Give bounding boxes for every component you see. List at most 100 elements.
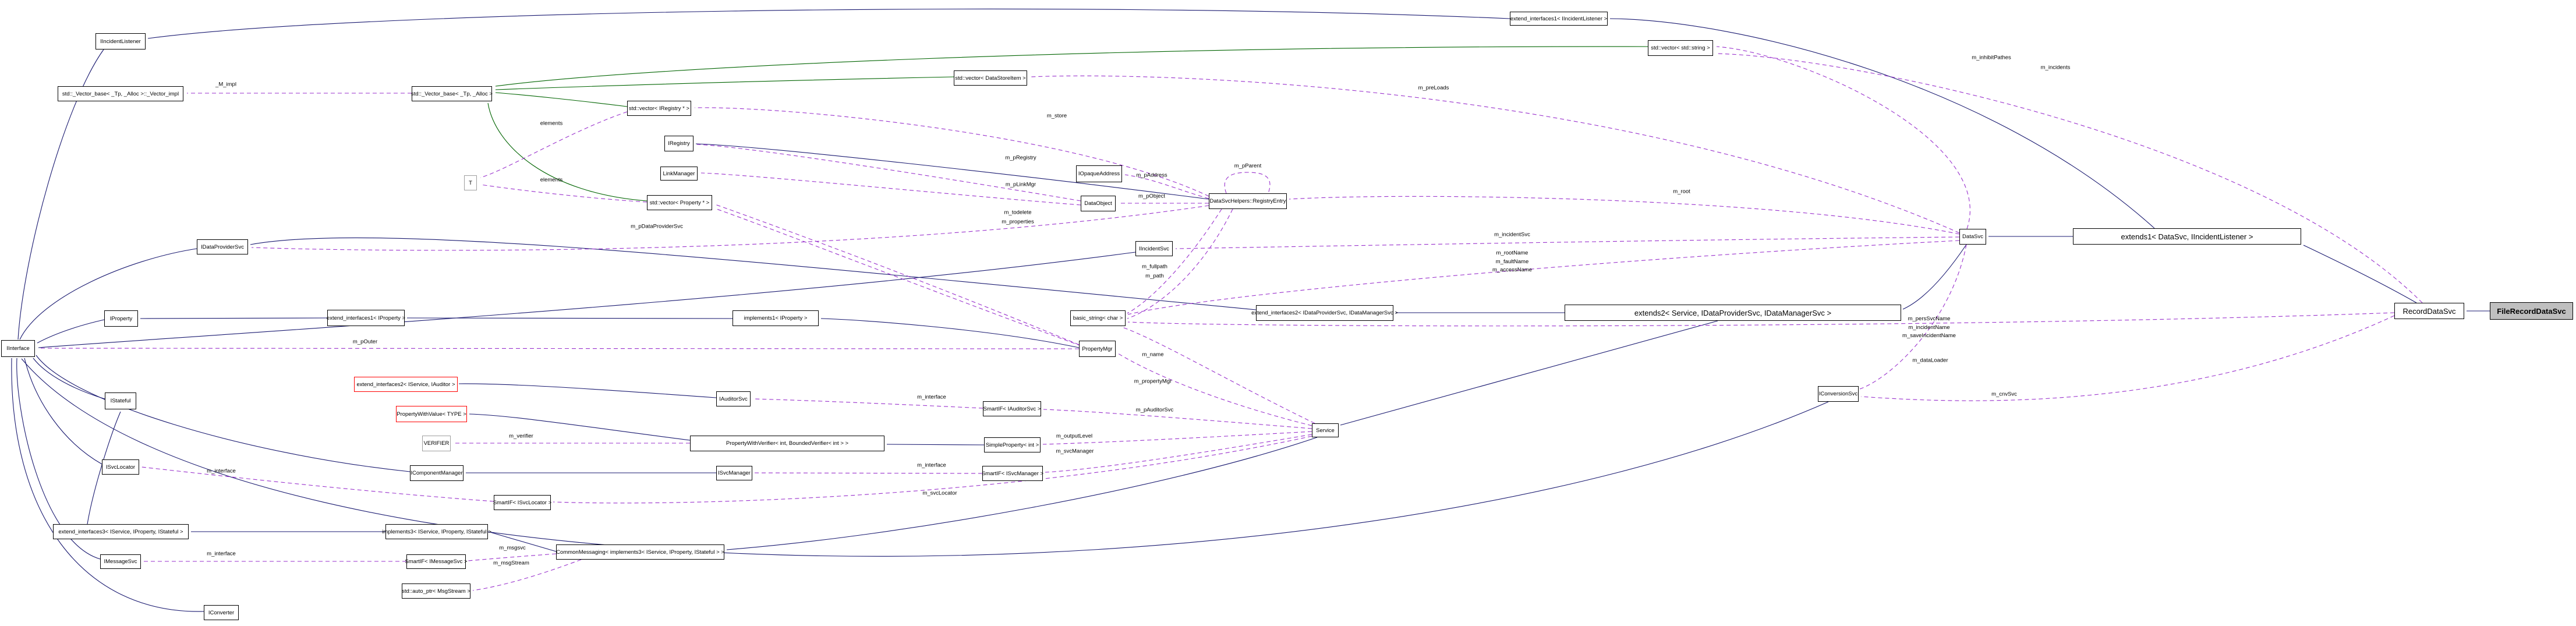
edge-label-m_pLinkMgr: m_pLinkMgr <box>1005 181 1036 188</box>
edge-m_root <box>1289 196 1960 235</box>
node-ISvcLocator[interactable]: ISvcLocator <box>102 459 139 475</box>
edge-inh-20 <box>16 358 101 560</box>
node-VectorImpl[interactable]: std::_Vector_base< _Tp, _Alloc >::_Vecto… <box>58 86 183 101</box>
edge-label-m_name: m_name <box>1142 351 1164 358</box>
node-IComponentManager[interactable]: IComponentManager <box>410 465 463 481</box>
node-IConverter[interactable]: IConverter <box>204 605 239 620</box>
node-vecString[interactable]: std::vector< std::string > <box>1648 40 1713 56</box>
edge-label-m_path: m_path <box>1145 273 1164 280</box>
node-T[interactable]: T <box>464 175 477 190</box>
node-SmartIFSvcLoc[interactable]: SmartIF< ISvcLocator > <box>493 495 551 510</box>
node-RecordDataSvc[interactable]: RecordDataSvc <box>2394 303 2464 319</box>
node-SimpleProperty[interactable]: SimpleProperty< int > <box>984 437 1041 452</box>
node-IIncidentSvc[interactable]: IIncidentSvc <box>1135 241 1173 256</box>
node-implements1[interactable]: implements1< IProperty > <box>733 310 819 326</box>
edge-inh-29 <box>38 252 1136 348</box>
edge-label-m_incidentSvc: m_incidentSvc <box>1494 231 1530 238</box>
edge-label-m_interface: m_interface <box>207 468 236 475</box>
edge-inh-23 <box>17 49 104 340</box>
edge-m_pAddress <box>1124 174 1209 199</box>
node-vecIRegistry[interactable]: std::vector< IRegistry * > <box>627 101 691 116</box>
edge-m_name <box>1120 326 1315 424</box>
edge-inh-16 <box>820 318 1080 348</box>
edge-inh-28 <box>886 444 985 445</box>
node-DataSvc[interactable]: DataSvc <box>1959 229 1986 245</box>
edge-inh-11 <box>490 532 557 552</box>
edge-m_pOuter <box>37 348 1080 349</box>
edge-inh-17 <box>37 319 105 344</box>
edge-label-m_incidents: m_incidents <box>2040 64 2071 71</box>
node-IIncidentListener[interactable]: IIncidentListener <box>95 33 146 49</box>
node-DataObject[interactable]: DataObject <box>1081 196 1116 211</box>
node-ext2DataProv[interactable]: extend_interfaces2< IDataProviderSvc, ID… <box>1251 305 1398 321</box>
edge-label-m_msgStream: m_msgStream <box>493 560 529 567</box>
node-IOpaqueAddress[interactable]: IOpaqueAddress <box>1076 165 1122 182</box>
edge-inh-5 <box>695 143 1209 200</box>
node-PropertyWithValue[interactable]: PropertyWithValue< TYPE > <box>396 406 467 422</box>
node-autoPtr[interactable]: std::auto_ptr< MsgStream > <box>402 583 470 599</box>
node-ext1IProperty[interactable]: extend_interfaces1< IProperty > <box>327 310 405 326</box>
node-RegistryEntry[interactable]: DataSvcHelpers::RegistryEntry <box>1209 193 1287 209</box>
edge-label-elements: elements <box>540 176 563 183</box>
edge-label-m_preLoads: m_preLoads <box>1418 84 1449 91</box>
node-vecProperty[interactable]: std::vector< Property * > <box>647 195 712 210</box>
node-basicString[interactable]: basic_string< char > <box>1070 310 1126 326</box>
node-VectorBase[interactable]: std::_Vector_base< _Tp, _Alloc > <box>411 86 493 101</box>
node-IDataProviderSvc[interactable]: IDataProviderSvc <box>197 239 248 254</box>
node-ext1IncListener[interactable]: extend_interfaces1< IIncidentListener > <box>1510 12 1608 26</box>
node-extends2[interactable]: extends2< Service, IDataProviderSvc, IDa… <box>1565 305 1901 321</box>
edge-label-m_pOuter: m_pOuter <box>352 338 378 345</box>
edge-label-m_rootName: m_rootName m_faultName m_accessName <box>1492 249 1533 274</box>
node-Service[interactable]: Service <box>1312 423 1339 437</box>
node-IStateful[interactable]: IStateful <box>105 392 136 409</box>
edge-m_pLinkMgr <box>700 172 1081 206</box>
node-ext2SvcAuditor[interactable]: extend_interfaces2< IService, IAuditor > <box>354 377 458 392</box>
node-VERIFIER[interactable]: VERIFIER <box>422 436 451 451</box>
edge-m_properties <box>714 208 1088 349</box>
edge-label-m_persSvcName: m_persSvcName m_incidentName m_saveIncid… <box>1902 315 1956 339</box>
node-IInterface[interactable]: IInterface <box>1 340 35 357</box>
edge-label-m_inhibitPathes: m_inhibitPathes <box>1972 54 2011 61</box>
edge-label-m_root: m_root <box>1673 188 1690 195</box>
edge-m_pRegistry <box>696 144 1081 201</box>
edge-inh-21 <box>11 358 204 612</box>
edge-m_preLoads <box>1030 75 1960 234</box>
node-vecDataStoreItem[interactable]: std::vector< DataStoreItem > <box>954 70 1027 86</box>
node-SmartIFMsgSvc[interactable]: SmartIF< IMessageSvc > <box>405 554 468 569</box>
edge-m_todelete <box>714 204 1080 345</box>
edge-label-m_svcLocator: m_svcLocator <box>922 490 957 497</box>
edge-label-m_verifier: m_verifier <box>509 433 533 440</box>
node-ext3[interactable]: extend_interfaces3< IService, IProperty,… <box>53 524 189 539</box>
node-PWVerifier[interactable]: PropertyWithVerifier< int, BoundedVerifi… <box>690 436 884 451</box>
edge-inh-8 <box>250 237 1257 310</box>
node-ISvcManager[interactable]: ISvcManager <box>716 466 752 480</box>
edge-label-m_properties: m_properties <box>1002 218 1034 225</box>
edge-inh-7 <box>1902 244 1967 310</box>
node-PropertyMgr[interactable]: PropertyMgr <box>1079 341 1116 357</box>
edge-inh-25 <box>458 383 717 398</box>
node-implements3[interactable]: implements3< IService, IProperty, IState… <box>382 524 491 539</box>
edge-inh-22 <box>19 248 197 340</box>
edge-m_propertyMgr <box>1117 353 1312 426</box>
node-IAuditorSvc[interactable]: IAuditorSvc <box>716 391 751 406</box>
node-IProperty[interactable]: IProperty <box>104 310 138 327</box>
node-IConversionSvc[interactable]: IConversionSvc <box>1818 386 1859 402</box>
edge-elements <box>480 111 628 178</box>
node-IMessageSvc[interactable]: IMessageSvc <box>100 554 141 569</box>
node-FileRecordDataSvc[interactable]: FileRecordDataSvc <box>2490 302 2573 320</box>
edge-label-m_interface: m_interface <box>207 550 236 557</box>
edge-prot-32 <box>495 46 1648 87</box>
node-SmartIFAuditor[interactable]: SmartIF< IAuditorSvc > <box>983 401 1041 416</box>
edge-inh-0 <box>147 8 1510 39</box>
node-CommonMessaging[interactable]: CommonMessaging< implements3< IService, … <box>556 544 724 560</box>
edge-m_interface <box>752 398 983 409</box>
node-IRegistry[interactable]: IRegistry <box>664 136 693 151</box>
node-extends1[interactable]: extends1< DataSvc, IIncidentListener > <box>2073 228 2301 245</box>
edge-label-m_pObject: m_pObject <box>1138 193 1165 200</box>
edge-label-elements: elements <box>540 120 563 127</box>
node-SmartIFSvcMgr[interactable]: SmartIF< ISvcManager > <box>982 466 1043 481</box>
node-LinkManager[interactable]: LinkManager <box>660 167 698 181</box>
edge-m_pDataProviderSvc <box>251 205 1209 251</box>
edge-m_incidentSvc <box>1175 236 1960 249</box>
edge-inh-24 <box>36 355 411 472</box>
